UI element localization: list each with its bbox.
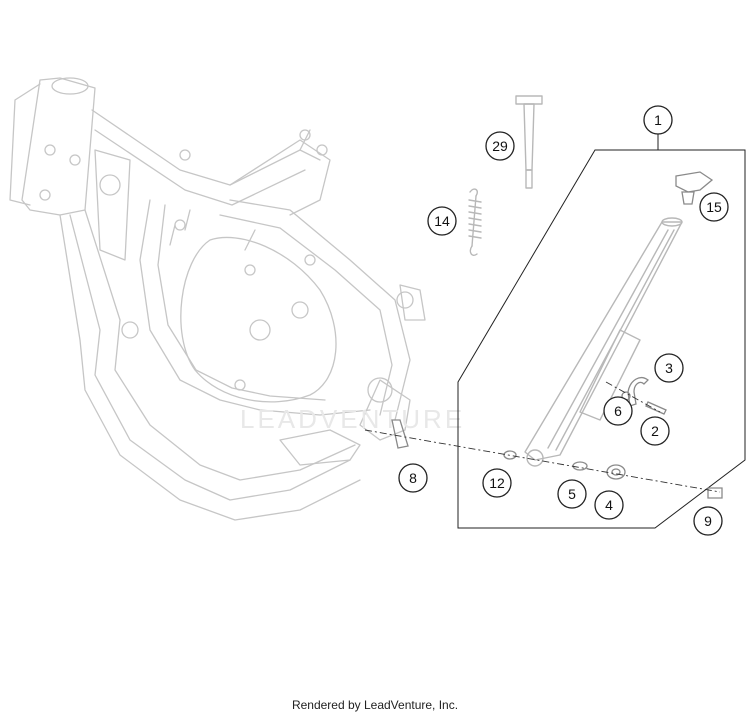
callout-29[interactable]: 29 <box>485 131 515 161</box>
callout-8[interactable]: 8 <box>398 463 428 493</box>
callout-9[interactable]: 9 <box>693 506 723 536</box>
spring-part <box>468 188 482 256</box>
svg-text:9: 9 <box>704 513 712 529</box>
bolt-axis-line <box>605 381 661 413</box>
svg-text:8: 8 <box>409 470 417 486</box>
svg-text:3: 3 <box>665 360 673 376</box>
svg-text:2: 2 <box>651 423 659 439</box>
callout-5[interactable]: 5 <box>557 479 587 509</box>
bushing-part <box>606 464 626 480</box>
callout-2[interactable]: 2 <box>640 416 670 446</box>
callout-6[interactable]: 6 <box>603 396 633 426</box>
frame-illustration <box>9 77 426 521</box>
side-stand-part <box>524 217 683 467</box>
callout-4[interactable]: 4 <box>594 490 624 520</box>
bracket-bolt-part <box>391 419 409 449</box>
hook-bolt-part <box>627 377 649 407</box>
footer-credit: Rendered by LeadVenture, Inc. <box>291 698 459 712</box>
washer-part <box>503 450 517 460</box>
assembly-box <box>457 132 746 529</box>
svg-text:1: 1 <box>654 112 662 128</box>
washer-small-part <box>572 461 588 471</box>
screw-part <box>645 401 667 415</box>
bolt-part <box>707 487 723 499</box>
svg-text:29: 29 <box>492 138 508 154</box>
svg-text:4: 4 <box>605 497 613 513</box>
svg-text:15: 15 <box>706 199 722 215</box>
watermark: LEADVENTURE <box>240 404 465 434</box>
rubber-pad-part <box>675 171 714 205</box>
svg-text:5: 5 <box>568 486 576 502</box>
callout-1[interactable]: 1 <box>643 105 673 135</box>
assembly-axis-line <box>364 429 721 493</box>
svg-text:12: 12 <box>489 475 505 491</box>
svg-text:6: 6 <box>614 403 622 419</box>
tool-part <box>515 95 543 189</box>
callout-3[interactable]: 3 <box>654 353 684 383</box>
callout-14[interactable]: 14 <box>427 206 457 236</box>
svg-text:14: 14 <box>434 213 450 229</box>
callout-12[interactable]: 12 <box>482 468 512 498</box>
callout-15[interactable]: 15 <box>699 192 729 222</box>
